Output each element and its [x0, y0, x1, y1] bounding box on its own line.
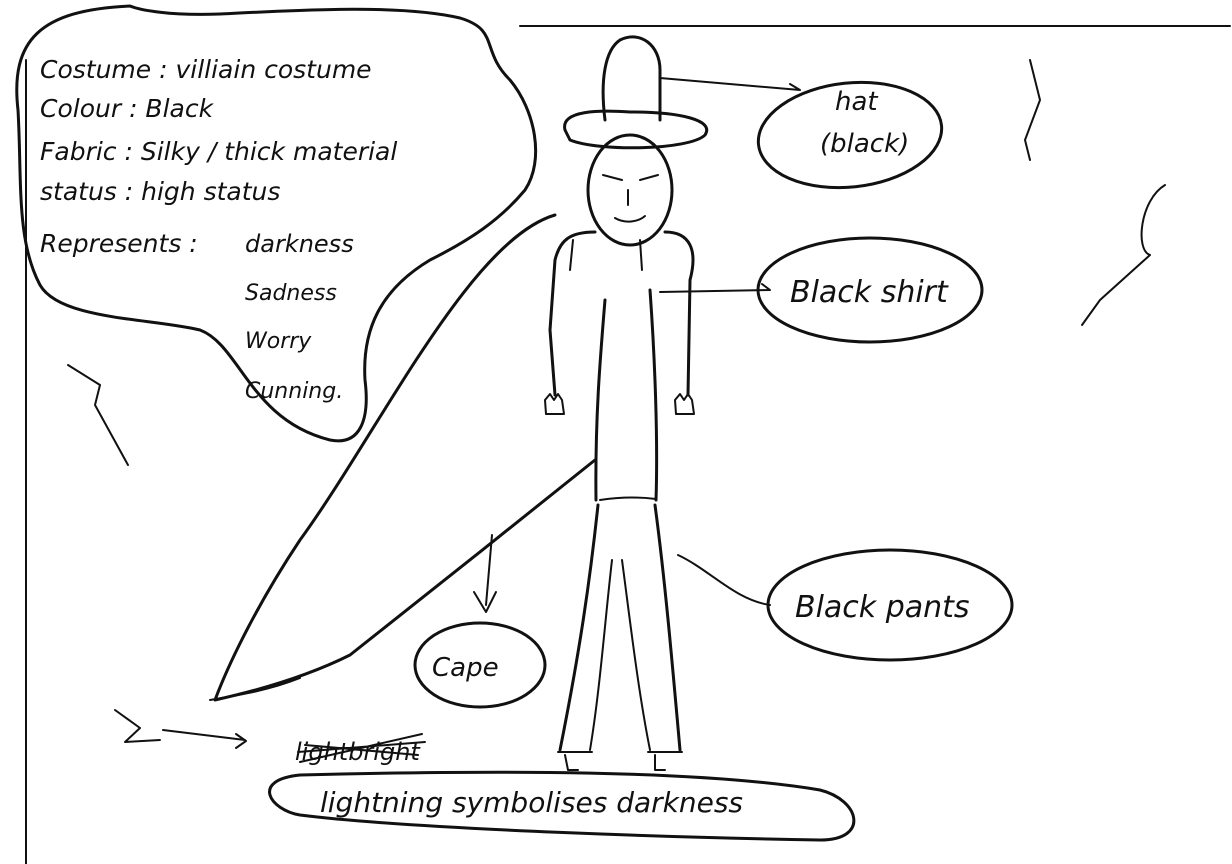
lightning-bolt	[1025, 60, 1040, 160]
crossed-out-word: lightbright	[295, 738, 421, 766]
note-represents-item: Worry	[245, 329, 312, 354]
note-represents-item: Cunning.	[245, 379, 343, 404]
note-status: status : high status	[40, 177, 280, 206]
pants-arrow	[678, 555, 770, 605]
note-fabric: Fabric : Silky / thick material	[40, 137, 397, 166]
shirt-label: Black shirt	[790, 275, 949, 310]
note-costume: Costume : villiain costume	[40, 55, 372, 84]
pants-label: Black pants	[795, 590, 970, 625]
note-represents-label: Represents :	[40, 229, 198, 258]
lightning-arrow	[163, 730, 246, 748]
lightning-bolt	[115, 710, 160, 742]
lightning-bolt	[68, 365, 128, 465]
hat-arrow	[660, 78, 800, 90]
head-drawing	[588, 135, 672, 245]
lightning-bolt	[1082, 185, 1165, 325]
cape-label: Cape	[432, 653, 499, 683]
lightning-note: lightning symbolises darkness	[320, 786, 743, 819]
pants-drawing	[558, 505, 682, 770]
body-drawing	[545, 232, 694, 500]
note-represents-item: darkness	[245, 230, 354, 258]
hat-drawing	[565, 37, 707, 148]
hat-label-line1: hat	[835, 87, 878, 117]
shirt-arrow	[660, 284, 770, 292]
note-colour: Colour : Black	[40, 94, 215, 123]
hat-label-line2: (black)	[820, 129, 909, 159]
note-represents-item: Sadness	[245, 281, 337, 306]
